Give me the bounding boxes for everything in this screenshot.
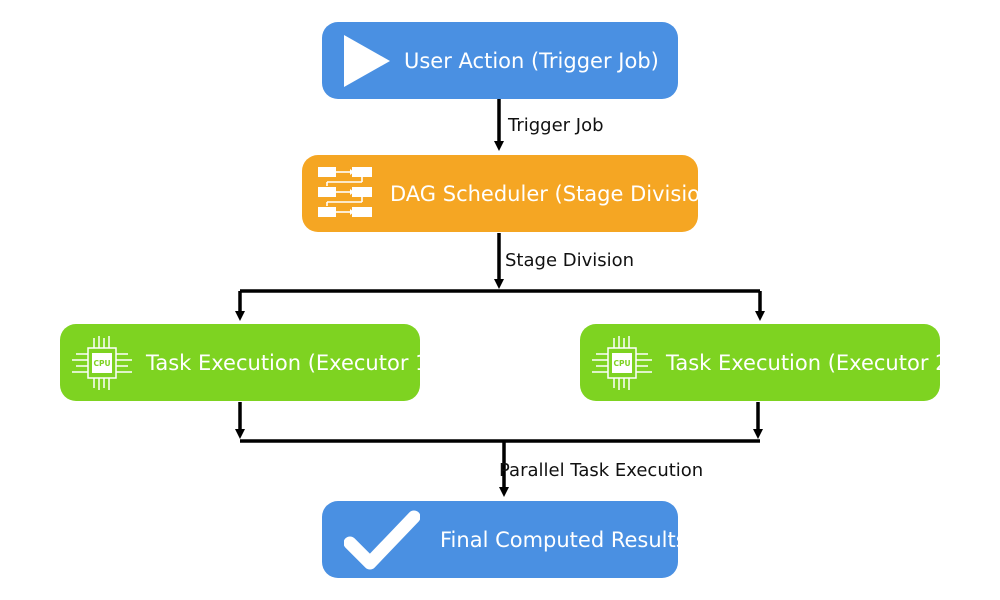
node-dag-scheduler: DAG Scheduler (Stage Division) [302,155,722,232]
cpu-chip-icon: CPU [592,336,652,390]
checkmark-icon [344,510,420,570]
edge-label-trigger-job: Trigger Job [508,115,604,136]
node-executor-1: CPU Task Execution (Executor 1) [60,324,437,401]
play-icon [344,35,390,87]
cpu-chip-icon: CPU [72,336,132,390]
node-executor-1-label: Task Execution (Executor 1) [146,350,437,375]
node-executor-2-label: Task Execution (Executor 2) [666,350,957,375]
stage-flow-icon [318,167,372,217]
edge-label-stage-division: Stage Division [505,250,635,271]
node-dag-scheduler-label: DAG Scheduler (Stage Division) [390,181,722,206]
node-final-results: Final Computed Results [322,501,687,578]
edge-label-parallel-execution: Parallel Task Execution [499,460,704,481]
node-executor-2: CPU Task Execution (Executor 2) [580,324,957,401]
node-user-action: User Action (Trigger Job) [322,22,678,99]
node-final-results-label: Final Computed Results [440,527,687,552]
cpu-chip-text: CPU [93,359,110,368]
cpu-chip-text: CPU [613,359,630,368]
node-user-action-label: User Action (Trigger Job) [404,48,659,73]
